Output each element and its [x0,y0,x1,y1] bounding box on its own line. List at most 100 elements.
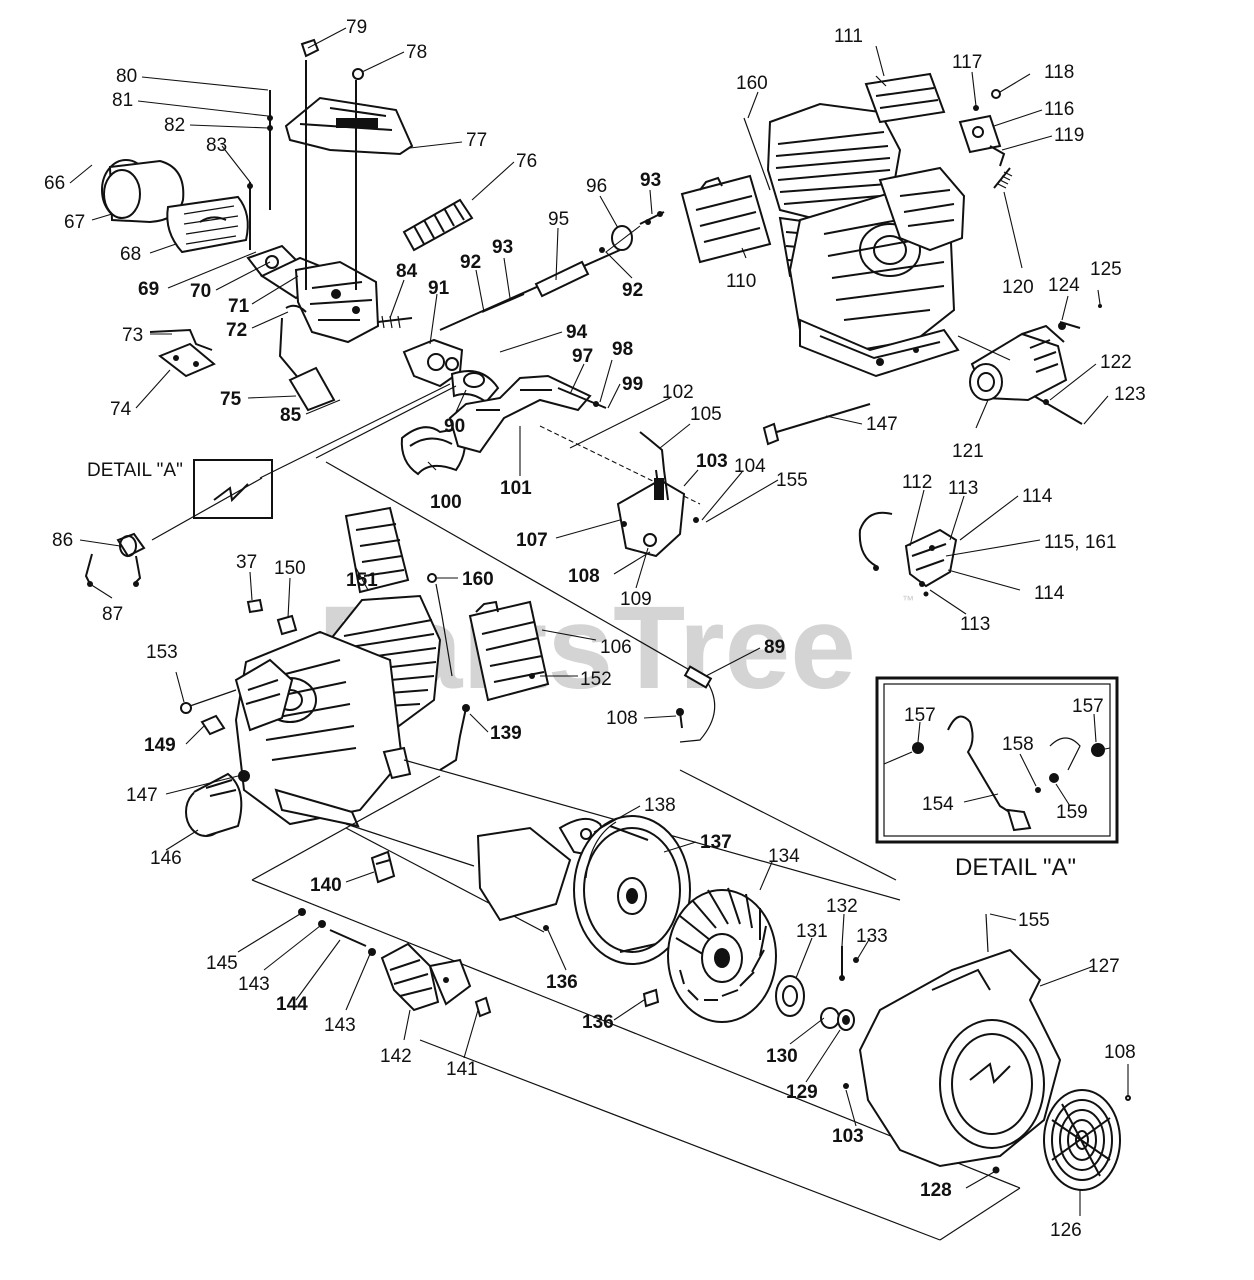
callout: 84 [396,261,418,282]
callout: 100 [430,492,462,513]
callout: 81 [112,90,133,111]
callout: 119 [1054,125,1084,146]
callout: 68 [120,244,141,265]
callout: 75 [220,389,242,410]
callout: 108 [606,708,638,729]
callout: 96 [586,176,607,197]
callout: 115, 161 [1044,532,1117,553]
callout: 122 [1100,352,1132,373]
callout: 143 [238,974,270,995]
callout: 151 [346,570,378,591]
callout: 66 [44,173,65,194]
callout: 99 [622,374,643,395]
callout: 98 [612,339,633,360]
callout: 114 [1022,486,1053,507]
callout: 155 [776,470,808,491]
callout: 128 [920,1180,952,1201]
callout: 108 [1104,1042,1136,1063]
callout: 78 [406,42,427,63]
callout: 126 [1050,1220,1082,1241]
callout: 137 [700,832,732,853]
leader-lines [69,27,1129,1216]
callout: 160 [462,569,494,590]
callout: 103 [832,1126,864,1147]
callout: 150 [274,558,306,579]
callout: 113 [948,478,978,499]
callout: 145 [206,953,238,974]
callout: 141 [446,1059,478,1080]
callout: 152 [580,669,612,690]
callout: 74 [110,399,132,420]
callout: 67 [64,212,85,233]
callout: 111 [834,26,863,47]
bracket-group [858,511,958,597]
callout: 149 [144,735,176,756]
part-callouts: 79 78 80 81 82 77 83 66 67 76 68 69 70 7… [44,17,1146,1241]
callout: 142 [380,1046,412,1067]
callout: 92 [460,252,481,273]
callout: 109 [620,589,652,610]
callout: 133 [856,926,888,947]
callout: 101 [500,478,532,499]
callout: 106 [600,637,632,658]
callout: 105 [690,404,722,425]
callout: 127 [1088,956,1120,977]
callout: 114 [1034,583,1065,604]
callout: 129 [786,1082,818,1103]
air-cleaner-group [101,38,716,743]
detail-a-heading: DETAIL "A" [955,854,1076,881]
detail-a-inset: DETAIL "A" [875,676,1119,881]
callout: 136 [546,972,578,993]
callout: 144 [276,994,308,1015]
callout: 157 [904,705,936,726]
callout: 108 [568,566,600,587]
callout: 97 [572,346,593,367]
callout: 112 [902,472,932,493]
callout: 93 [640,170,661,191]
callout: 95 [548,209,569,230]
callout: 118 [1044,62,1074,83]
callout: 120 [1002,277,1034,298]
callout: 121 [952,441,984,462]
callout: 117 [952,52,982,73]
callout: 103 [696,451,728,472]
callout: 140 [310,875,342,896]
callout: 134 [768,846,800,867]
callout: 70 [190,281,211,302]
callout: 125 [1090,259,1122,280]
callout: 153 [146,642,178,663]
callout: 72 [226,320,247,341]
callout: 71 [228,296,250,317]
callout: 157 [1072,696,1104,717]
detail-a-reference [84,459,273,587]
callout: 92 [622,280,643,301]
callout: 123 [1114,384,1146,405]
callout: 124 [1048,275,1080,296]
blower-flywheel-group [251,769,1131,1241]
callout: 110 [726,271,756,292]
callout: 154 [922,794,954,815]
callout: 132 [826,896,858,917]
callout: 102 [662,382,694,403]
callout: 90 [444,416,465,437]
callout: 73 [122,325,143,346]
callout: 130 [766,1046,798,1067]
callout: 143 [324,1015,356,1036]
callout: 131 [796,921,828,942]
callout: 104 [734,456,766,477]
callout: 93 [492,237,513,258]
callout: 69 [138,279,159,300]
callout: 87 [102,604,123,625]
callout: 80 [116,66,137,87]
callout: 37 [236,552,257,573]
callout: 107 [516,530,548,551]
watermark-trademark: ™ [902,593,914,607]
callout: 116 [1044,99,1074,120]
callout: 159 [1056,802,1088,823]
callout: 146 [150,848,182,869]
callout: 94 [566,322,588,343]
engine-upper-right [680,72,1102,446]
callout: 147 [866,414,898,435]
callout: 79 [346,17,367,38]
